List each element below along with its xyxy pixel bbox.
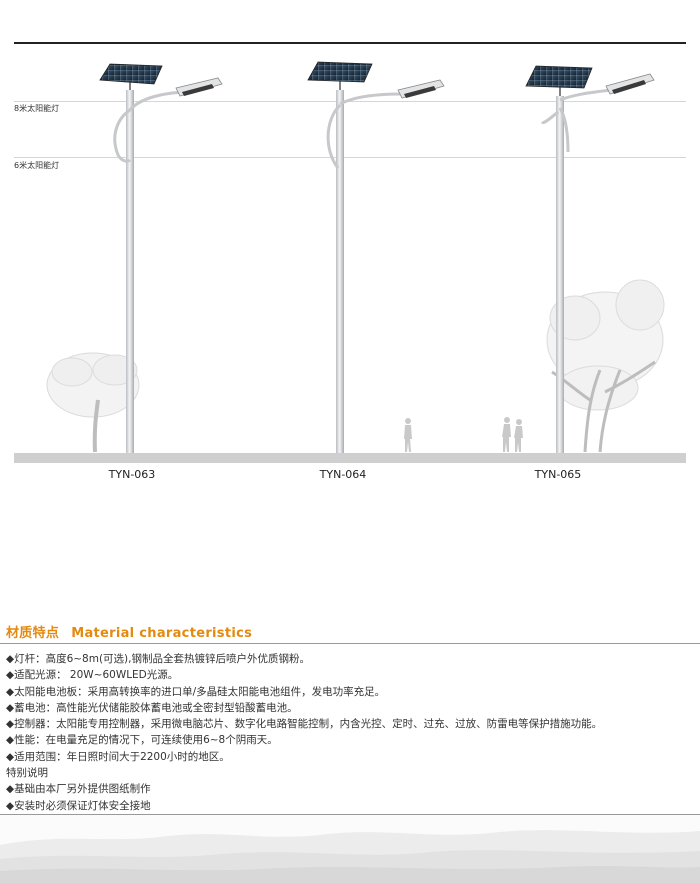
special-notes-heading: 特别说明 [6,767,48,780]
feature-solar-panel: ◆太阳能电池板：采用高转换率的进口单/多晶硅太阳能电池组件，发电功率充足。 [6,685,386,698]
bottom-rule [0,814,700,815]
model-label-tyn-065: TYN-065 [534,468,582,481]
street-light-illustration [46,61,665,453]
section-title-en: Material characteristics [71,626,253,641]
note-foundation: ◆基础由本厂另外提供图纸制作 [6,783,151,796]
tree-left [46,352,140,453]
model-label-tyn-064: TYN-064 [319,468,367,481]
pedestrian-silhouettes [404,417,523,452]
street-light-tyn-063 [99,63,223,453]
tree-right [546,279,665,453]
street-light-tyn-065 [525,65,655,453]
feature-light-source: ◆适配光源： 20W~60WLED光源。 [6,669,179,682]
feature-battery: ◆蓄电池：高性能光伏储能胶体蓄电池或全密封型铅酸蓄电池。 [6,701,298,714]
section-title: 材质特点 Material characteristics [6,622,252,641]
guide-label-6m: 6米太阳能灯 [14,161,60,170]
feature-pole: ◆灯杆：高度6~8m(可选),钢制品全套热镀锌后喷户外优质钢粉。 [6,653,310,665]
feature-list: ◆灯杆：高度6~8m(可选),钢制品全套热镀锌后喷户外优质钢粉。 ◆适配光源： … [6,651,696,814]
feature-application-range: ◆适用范围：年日照时间大于2200小时的地区。 [6,750,230,763]
note-grounding: ◆安装时必须保证灯体安全接地 [6,799,151,812]
top-rule [14,42,686,44]
feature-controller: ◆控制器：太阳能专用控制器，采用微电脑芯片、数字化电路智能控制，内含光控、定时、… [6,718,603,731]
section-title-cn: 材质特点 [6,626,60,641]
guide-line-6m [14,157,686,158]
guide-line-8m [14,101,686,102]
guide-label-8m: 8米太阳能灯 [14,104,60,113]
mist-landscape-decoration [0,815,700,883]
ground-strip [14,453,686,463]
section-rule [0,643,700,644]
feature-performance: ◆性能：在电量充足的情况下，可连续使用6~8个阴雨天。 [6,734,278,747]
street-light-tyn-064 [307,61,445,453]
model-label-tyn-063: TYN-063 [108,468,156,481]
